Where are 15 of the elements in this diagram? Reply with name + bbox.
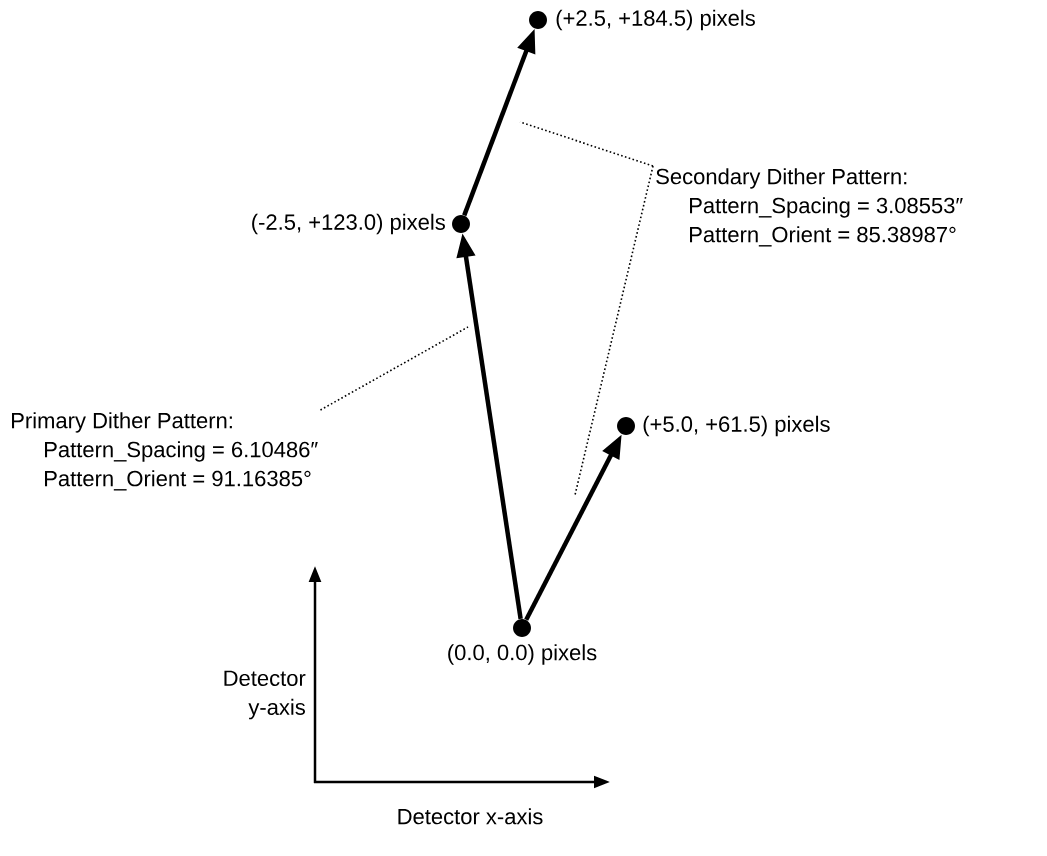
point-dot: [513, 619, 531, 637]
point-dot: [529, 11, 547, 29]
coordinate-label: (0.0, 0.0) pixels: [448, 644, 597, 665]
coordinate-label: (+2.5, +184.5) pixels: [556, 9, 755, 31]
axis-label: Detector x-axis: [398, 808, 543, 825]
point-dot: [617, 417, 635, 435]
leader-line: [574, 165, 654, 496]
coordinate-label: (-2.5, +123.0) pixels: [252, 213, 445, 235]
annotation-text: Secondary Dither Pattern: Pattern_Spacing = 3.08553″ Pattern_Orient = 85.38987°: [656, 168, 963, 247]
coordinate-label: (+5.0, +61.5) pixels: [643, 415, 830, 437]
annotation-text: Primary Dither Pattern: Pattern_Spacing = 6.10486″ Pattern_Orient = 91.16385°: [12, 412, 318, 491]
leader-line: [319, 326, 469, 411]
leader-line: [519, 121, 654, 167]
axis-label: Detector y-axis: [224, 670, 306, 720]
point-dot: [452, 215, 470, 233]
